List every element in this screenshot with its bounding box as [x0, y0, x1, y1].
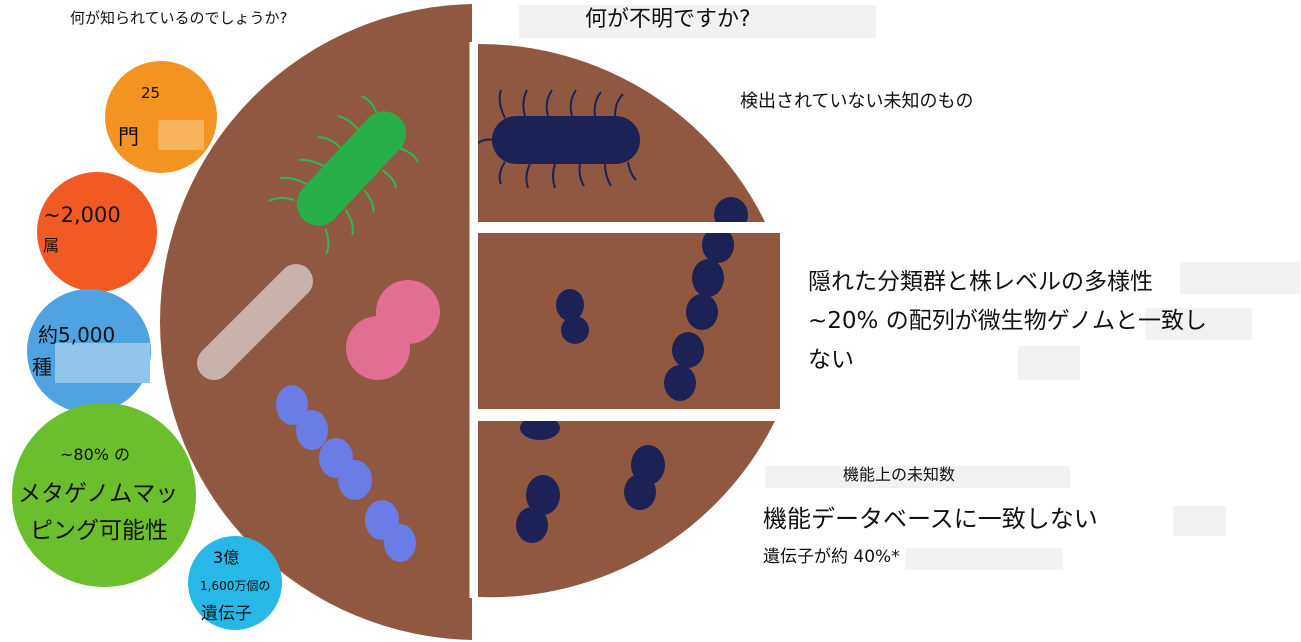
species-label: 種 — [32, 355, 52, 379]
genes-subcount: 1,600万個の — [200, 579, 271, 593]
metagenome-label-line2: ピング可能性 — [30, 518, 168, 544]
segment-hidden-diversity — [478, 233, 780, 409]
functional-unknowns-sub: 遺伝子が約 40%* — [763, 547, 900, 567]
unknown-segments — [478, 43, 780, 598]
segment-functional — [478, 421, 775, 598]
species-count: 約5,000 — [38, 323, 116, 347]
dark-bacterium — [476, 89, 640, 189]
genes-circle — [188, 536, 282, 630]
phyla-label: 門 — [118, 125, 139, 149]
main-circle-left — [160, 4, 472, 640]
gray-rod — [196, 263, 314, 381]
genera-label: 属 — [43, 236, 60, 255]
metagenome-circle — [12, 403, 196, 587]
hidden-diversity-label: 隠れた分類群と株レベルの多様性 ~20% の配列が微生物ゲノムと一致しない — [808, 269, 1208, 373]
phyla-circle — [105, 61, 217, 173]
metagenome-label-line1: メタゲノムマッ — [18, 481, 179, 507]
metagenome-percent: ~80% の — [60, 445, 131, 464]
unknown-title: 何が不明ですか? — [585, 7, 751, 32]
known-title: 何が知られているのでしょうか? — [70, 9, 288, 27]
pink-cell — [346, 280, 440, 380]
phyla-count: 25 — [141, 84, 161, 102]
undetected-label: 検出されていない未知のもの — [740, 91, 974, 112]
functional-unknowns-title: 機能上の未知数 — [843, 465, 956, 484]
green-bacterium — [268, 95, 419, 255]
functional-unknowns-main: 機能データベースに一致しない — [763, 505, 1098, 533]
genera-count: ~2,000 — [43, 203, 121, 227]
blue-chain — [276, 385, 416, 562]
genes-count: 3億 — [213, 548, 240, 567]
genes-label: 遺伝子 — [201, 604, 252, 624]
genera-circle — [37, 172, 157, 292]
